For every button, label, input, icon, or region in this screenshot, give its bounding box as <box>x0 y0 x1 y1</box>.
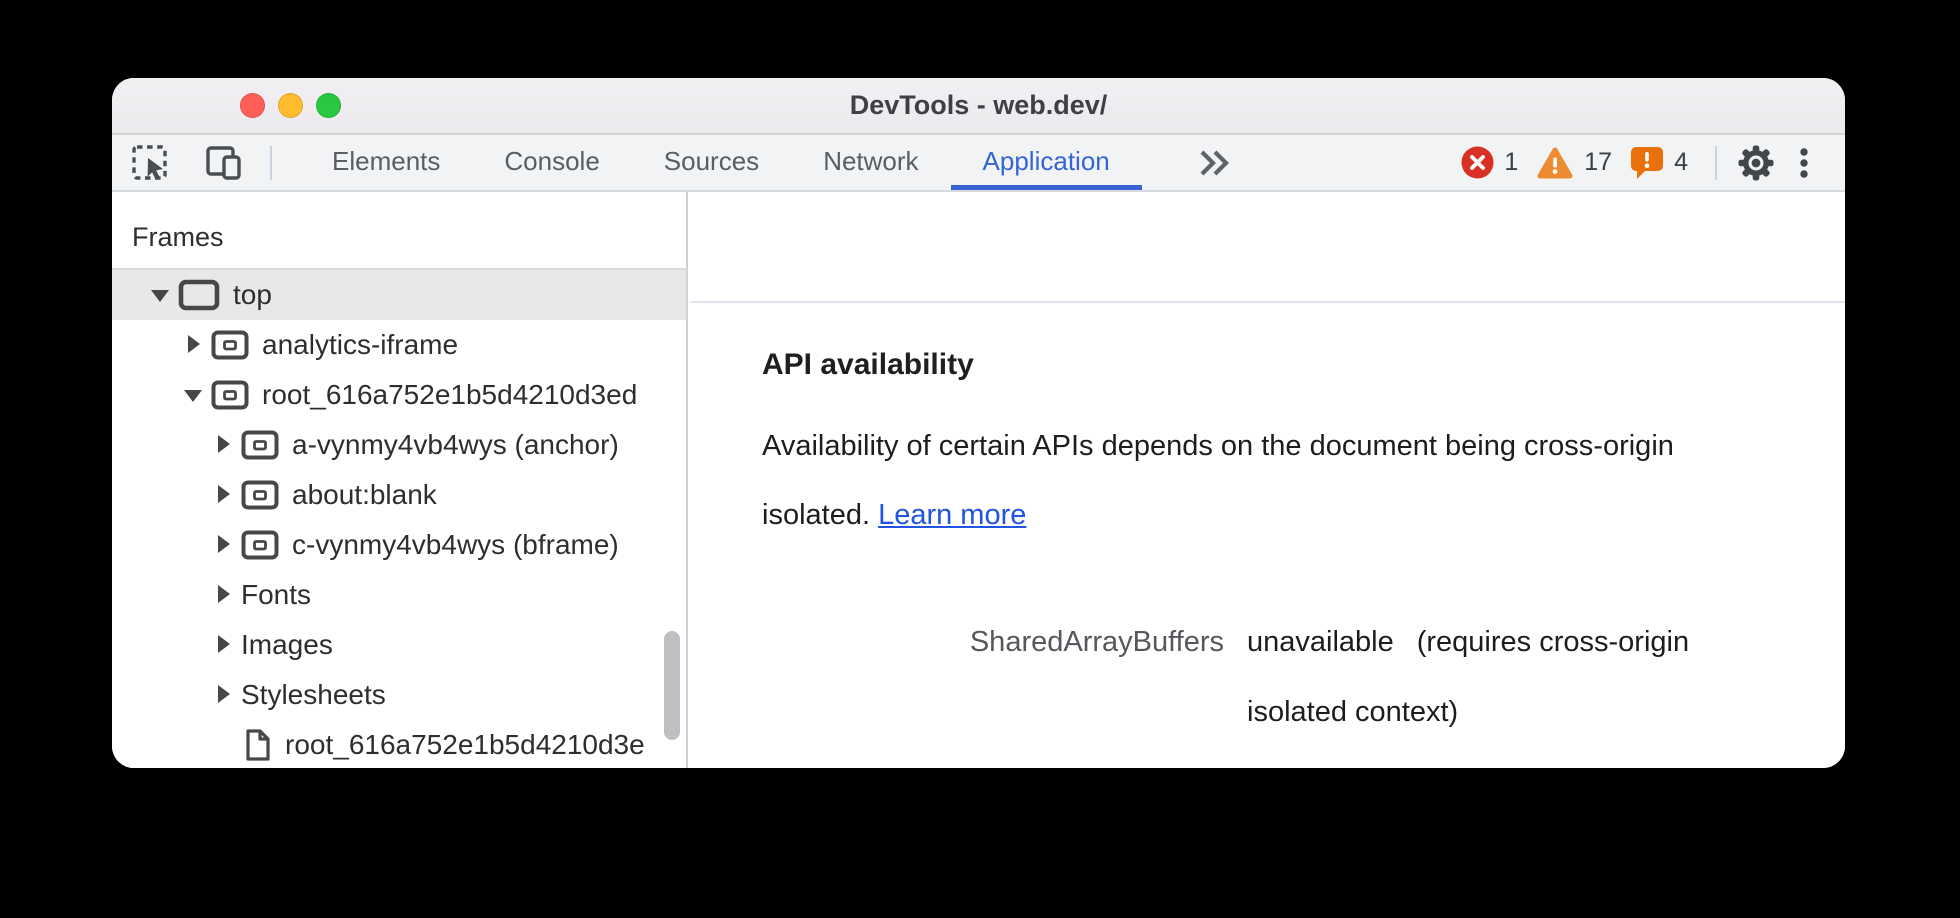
frames-tree: top analytics-iframe root_616a752e1b5d4210… <box>112 270 686 768</box>
triangle-down-icon[interactable] <box>183 384 205 406</box>
kebab-menu-icon[interactable] <box>1785 144 1823 182</box>
iframe-icon <box>241 480 279 510</box>
disclosure-triangle <box>218 435 230 453</box>
panel-tabs: Elements Console Sources Network Application <box>300 135 1142 190</box>
toggle-device-toolbar-icon[interactable] <box>202 143 244 183</box>
api-status-note-continued: isolated context) <box>1247 696 1459 728</box>
inspect-element-icon[interactable] <box>130 143 172 183</box>
tree-item-top[interactable]: top <box>112 270 686 320</box>
tree-item-stylesheets[interactable]: Stylesheets <box>112 670 686 720</box>
application-sidebar: Frames top analytics-iframe root_616a752e1… <box>112 192 688 768</box>
frames-section-label: Frames <box>132 222 224 252</box>
tree-item-label: Fonts <box>241 579 312 610</box>
sidebar-vertical-scrollbar-thumb[interactable] <box>664 631 680 740</box>
iframe-icon <box>211 380 249 410</box>
triangle-right-icon[interactable] <box>213 634 235 656</box>
zoom-window-button[interactable] <box>316 93 341 118</box>
tab-label: Console <box>504 146 600 176</box>
minimize-window-button[interactable] <box>278 93 303 118</box>
disclosure-triangle <box>188 335 200 353</box>
disclosure-triangle <box>218 485 230 503</box>
toolbar-status-area: 1 17 4 <box>1460 135 1823 190</box>
settings-gear-icon[interactable] <box>1736 143 1776 183</box>
triangle-right-icon[interactable] <box>213 684 235 706</box>
api-status-note: (requires cross-origin <box>1416 626 1690 658</box>
toolbar-separator <box>270 146 272 180</box>
devtools-toolbar: Elements Console Sources Network Application… <box>112 135 1845 192</box>
triangle-right-icon[interactable] <box>213 584 235 606</box>
tree-item-label: root_616a752e1b5d4210d3ed <box>262 379 638 410</box>
issues-icon[interactable] <box>1629 145 1665 180</box>
window-titlebar[interactable]: DevTools - web.dev/ <box>112 78 1845 135</box>
tab-elements[interactable]: Elements <box>300 135 472 190</box>
disclosure-triangle <box>218 635 230 653</box>
triangle-down-icon[interactable] <box>150 284 172 306</box>
close-window-button[interactable] <box>240 93 265 118</box>
frames-section-header[interactable]: Frames <box>112 192 686 270</box>
document-icon <box>244 728 272 762</box>
triangle-right-icon[interactable] <box>213 534 235 556</box>
error-icon[interactable] <box>1460 145 1495 180</box>
tree-item-root-616a752e1b5d4210d3ed[interactable]: root_616a752e1b5d4210d3ed <box>112 370 686 420</box>
api-row-value: unavailable (requires cross-origin <box>1247 626 1689 659</box>
toolbar-separator <box>1715 145 1717 180</box>
iframe-icon <box>211 330 249 360</box>
description-line-2-text: isolated. <box>762 499 871 531</box>
learn-more-link[interactable]: Learn more <box>878 499 1027 531</box>
warning-icon[interactable] <box>1535 144 1575 181</box>
api-row-name: SharedArrayBuffers <box>969 626 1224 658</box>
triangle-right-icon[interactable] <box>183 334 205 356</box>
disclosure-triangle <box>151 290 169 302</box>
tree-item-a-vynmy4vb4wys-anchor[interactable]: a-vynmy4vb4wys (anchor) <box>112 420 686 470</box>
devtools-content: Frames top analytics-iframe root_616a752e1… <box>112 192 1845 768</box>
description-line-1: Availability of certain APIs depends on … <box>762 430 1674 462</box>
tab-label: Application <box>982 146 1110 176</box>
tab-application[interactable]: Application <box>950 135 1142 190</box>
disclosure-triangle <box>218 585 230 603</box>
tree-item-label: a-vynmy4vb4wys (anchor) <box>292 429 619 460</box>
tree-item-images[interactable]: Images <box>112 620 686 670</box>
tree-item-label: Images <box>241 629 333 660</box>
disclosure-triangle <box>184 390 202 402</box>
error-count[interactable]: 1 <box>1504 148 1519 176</box>
tree-item-about-blank[interactable]: about:blank <box>112 470 686 520</box>
disclosure-triangle <box>218 685 230 703</box>
active-tab-underline <box>950 185 1142 190</box>
tree-item-label: c-vynmy4vb4wys (bframe) <box>292 529 619 560</box>
tree-item-c-vynmy4vb4wys-bframe[interactable]: c-vynmy4vb4wys (bframe) <box>112 520 686 570</box>
api-status: unavailable <box>1247 626 1394 658</box>
tree-item-label: about:blank <box>292 479 437 510</box>
tree-item-fonts[interactable]: Fonts <box>112 570 686 620</box>
disclosure-triangle <box>218 535 230 553</box>
iframe-icon <box>241 530 279 560</box>
tree-item-label: analytics-iframe <box>262 329 459 360</box>
issues-count[interactable]: 4 <box>1674 148 1688 176</box>
devtools-window: DevTools - web.dev/ Elements Console Sourc… <box>112 78 1845 768</box>
iframe-icon <box>241 430 279 460</box>
tree-item-label: Stylesheets <box>241 679 386 710</box>
tree-item-label: root_616a752e1b5d4210d3e <box>285 729 645 760</box>
tree-item-analytics-iframe[interactable]: analytics-iframe <box>112 320 686 370</box>
tree-item-label: top <box>233 279 272 310</box>
tab-sources[interactable]: Sources <box>632 135 791 190</box>
section-divider <box>690 301 1845 303</box>
triangle-right-icon[interactable] <box>213 434 235 456</box>
section-heading: API availability <box>762 348 974 381</box>
tab-label: Network <box>823 146 919 176</box>
frame-details-panel: API availability Availability of certain… <box>688 192 1845 768</box>
warning-count[interactable]: 17 <box>1584 148 1613 176</box>
tab-network[interactable]: Network <box>791 135 950 190</box>
frame-icon <box>178 279 220 311</box>
more-tabs-chevron-icon[interactable] <box>1194 147 1234 179</box>
tab-label: Sources <box>663 146 760 176</box>
tree-item-root-616a752e1b5d4210d3e[interactable]: root_616a752e1b5d4210d3e <box>112 720 686 768</box>
tab-label: Elements <box>332 146 441 176</box>
tab-console[interactable]: Console <box>472 135 631 190</box>
description-line-2: isolated. Learn more <box>762 499 1026 532</box>
triangle-right-icon[interactable] <box>213 484 235 506</box>
window-title: DevTools - web.dev/ <box>849 90 1108 120</box>
